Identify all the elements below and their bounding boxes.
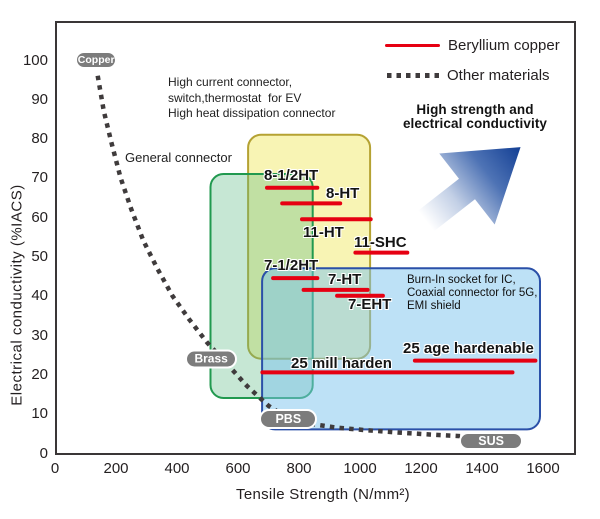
x-tick-label: 0 xyxy=(50,460,60,477)
legend-label: Other materials xyxy=(447,67,550,84)
material-badge-pbs: PBS xyxy=(259,408,318,429)
annotation-line: Coaxial connector for 5G, xyxy=(407,287,538,299)
legend-label: Beryllium copper xyxy=(448,37,560,54)
x-tick-label: 1400 xyxy=(465,460,499,477)
y-tick-label: 70 xyxy=(31,169,48,187)
beryllium-copper-line-swatch xyxy=(385,43,440,48)
alloy-bar-label: 8-1/2HT xyxy=(264,167,319,184)
annotation-line: General connector xyxy=(125,150,232,165)
y-tick-label: 100 xyxy=(22,51,48,69)
y-tick-label: 30 xyxy=(31,326,48,344)
alloy-bar-label: 25 age hardenable xyxy=(403,340,534,357)
alloy-bar-label: 11-SHC xyxy=(354,234,407,251)
region-burn-in xyxy=(261,267,541,431)
alloy-bar-label: 25 mill harden xyxy=(291,355,392,372)
y-tick-label: 10 xyxy=(31,405,48,423)
x-tick-label: 200 xyxy=(103,460,129,477)
alloy-bar-label: 7-EHT xyxy=(348,296,392,313)
y-tick-label: 50 xyxy=(31,248,48,265)
other-materials-dotted-swatch xyxy=(387,73,439,78)
regions-layer xyxy=(209,133,541,431)
alloy-bar-label: 7-HT xyxy=(328,271,362,288)
annotation-line: Burn-In socket for IC, xyxy=(407,274,516,286)
y-tick-label: 0 xyxy=(39,444,48,462)
up-right-arrow-icon xyxy=(417,147,521,232)
y-tick-label: 40 xyxy=(31,287,48,305)
x-axis-title: Tensile Strength (N/mm²) xyxy=(236,486,410,503)
x-tick-label: 400 xyxy=(164,460,190,477)
region-annotation-high-current: High current connector, switch,thermosta… xyxy=(168,75,335,122)
y-tick-label: 20 xyxy=(31,365,48,383)
beryllium-bars-layer xyxy=(260,185,538,375)
alloy-bar-label: 11-HT xyxy=(303,224,344,241)
annotation-line: High heat dissipation connector xyxy=(168,106,336,120)
x-tick-label: 1000 xyxy=(343,460,377,477)
legend-item-beryllium-copper: Beryllium copper xyxy=(385,37,560,54)
region-label-general-connector: General connector xyxy=(125,150,232,165)
y-tick-label: 80 xyxy=(31,130,48,148)
region-annotation-burn-in: Burn-In socket for IC, Coaxial connector… xyxy=(407,274,537,313)
y-tick-label: 60 xyxy=(31,208,48,226)
callout-line-1: High strength and xyxy=(416,102,534,117)
callout-line-2: electrical conductivity xyxy=(402,115,548,131)
x-tick-label: 1200 xyxy=(404,460,438,477)
alloy-bar-label: 7-1/2HT xyxy=(264,257,319,274)
high-strength-callout: High strength and electrical conductivit… xyxy=(389,103,561,130)
annotation-line: EMI shield xyxy=(407,300,461,312)
annotation-line: switch,thermostat for EV xyxy=(168,90,302,105)
other-materials-dotted-curve xyxy=(95,75,492,440)
y-tick-label: 90 xyxy=(31,90,48,108)
legend-item-other-materials: Other materials xyxy=(387,67,550,84)
alloy-bar-label: 8-HT xyxy=(326,185,360,202)
material-badge-copper: Copper xyxy=(75,51,118,69)
material-badge-sus: SUS xyxy=(459,432,524,451)
x-tick-label: 1600 xyxy=(526,460,560,477)
annotation-line: High current connector, xyxy=(168,75,293,89)
material-badge-brass: Brass xyxy=(185,349,238,369)
other-materials-curve xyxy=(95,75,492,440)
x-tick-label: 800 xyxy=(286,460,312,477)
x-tick-label: 600 xyxy=(225,460,251,477)
